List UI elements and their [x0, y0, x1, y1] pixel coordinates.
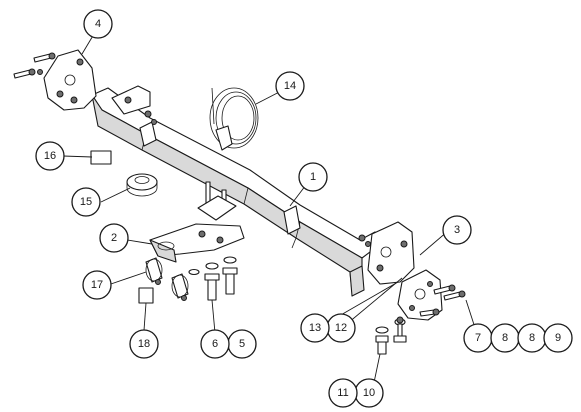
callout-16: 16 — [35, 141, 65, 171]
callout-3: 3 — [442, 215, 472, 245]
callout-13-label: 13 — [309, 322, 321, 334]
callout-7: 7 — [463, 323, 493, 353]
callout-16-label: 16 — [44, 150, 56, 162]
callout-9: 9 — [543, 323, 573, 353]
callout-1: 1 — [298, 162, 328, 192]
tow-ball-mount-part — [149, 223, 245, 263]
callout-5: 5 — [227, 329, 257, 359]
callout-14-label: 14 — [284, 80, 296, 92]
label-sticker-part — [90, 150, 112, 165]
callout-6-label: 6 — [212, 338, 218, 350]
callout-11: 11 — [328, 378, 358, 408]
callout-12-label: 12 — [335, 322, 347, 334]
callout-10: 10 — [354, 378, 384, 408]
crossbar-part — [91, 85, 379, 297]
callout-10-label: 10 — [363, 387, 375, 399]
callout-8a-label: 8 — [502, 332, 508, 344]
callout-18-label: 18 — [138, 338, 150, 350]
towball-cover-part — [126, 173, 158, 197]
callout-4-label: 4 — [95, 18, 101, 30]
callout-13: 13 — [300, 313, 330, 343]
callout-17-label: 17 — [91, 279, 103, 291]
callout-2: 2 — [99, 223, 129, 253]
callout-18: 18 — [129, 329, 159, 359]
callout-7-label: 7 — [475, 332, 481, 344]
callout-8b: 8 — [517, 323, 547, 353]
left-side-plate-part — [13, 49, 97, 111]
shackle-label-part — [138, 287, 154, 304]
callout-9-label: 9 — [555, 332, 561, 344]
bolt-set-part — [188, 256, 389, 355]
right-side-plate-part — [367, 221, 466, 343]
callout-12: 12 — [326, 313, 356, 343]
shackle-part — [145, 257, 189, 301]
callout-15: 15 — [71, 187, 101, 217]
callout-2-label: 2 — [111, 232, 117, 244]
callout-15-label: 15 — [80, 196, 92, 208]
callout-8a: 8 — [490, 323, 520, 353]
wiring-loom-part — [209, 87, 259, 151]
callout-5-label: 5 — [239, 338, 245, 350]
callout-17: 17 — [82, 270, 112, 300]
callout-8b-label: 8 — [529, 332, 535, 344]
callout-14: 14 — [275, 71, 305, 101]
callout-4: 4 — [83, 9, 113, 39]
callout-1-label: 1 — [310, 171, 316, 183]
callout-3-label: 3 — [454, 224, 460, 236]
callout-6: 6 — [200, 329, 230, 359]
callout-11-label: 11 — [337, 387, 348, 399]
